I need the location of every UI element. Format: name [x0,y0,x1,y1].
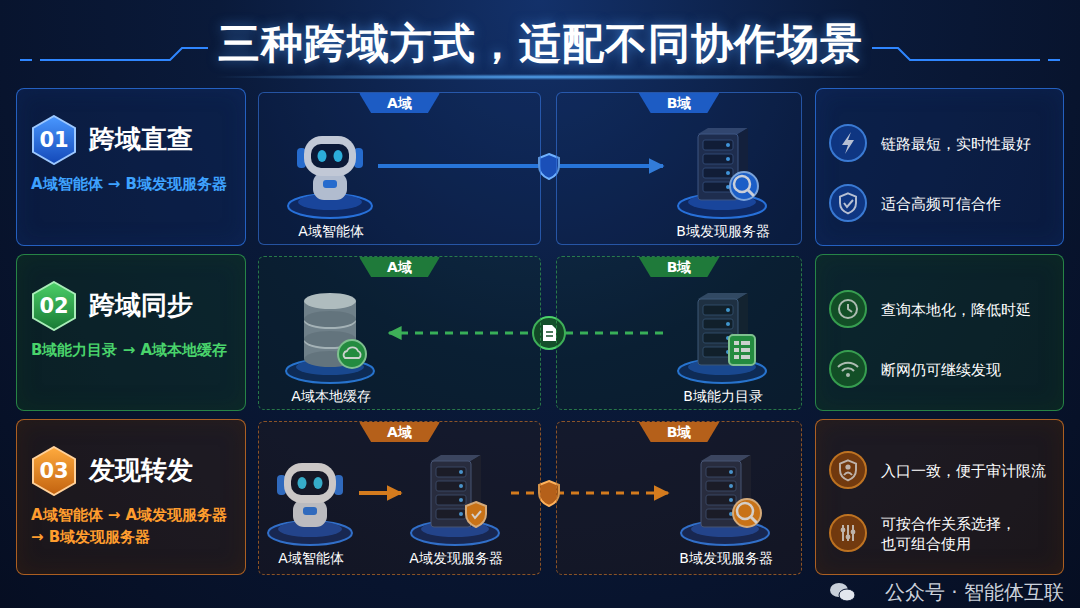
icon-node: B域发现服务器 [663,117,783,243]
card-subtitle: A域智能体 → B域发现服务器 [31,173,239,195]
title-decoration [872,48,1040,60]
benefit-node: 查询本地化，降低时延断网仍可继续发现 [815,254,1064,411]
domain-tab: B域 [639,422,720,442]
benefit-text: 入口一致，便于审计限流 [881,461,1057,481]
callout-number: 03 [31,446,77,496]
row2-art [543,325,556,341]
icon-label: A域智能体 [263,548,359,568]
benefit-node: 链路最短，实时性最好适合高频可信合作 [815,88,1064,246]
icon-node: B域发现服务器 [668,448,784,570]
domain-tab: A域 [359,422,440,442]
panel-node: B域 B域发现服务器 [556,92,802,245]
icon-label: A域智能体 [284,221,378,241]
card-subtitle: A域智能体 → A域发现服务器 → B域发现服务器 [31,504,239,548]
benefit-text: 查询本地化，降低时延 [881,300,1057,320]
icon-label: B域发现服务器 [668,548,784,568]
panel-node: A域 A域智能体 A域发现服务器 [258,421,541,575]
benefit-text: 适合高频可信合作 [881,194,1057,214]
title-decoration [20,59,32,61]
panel-node: A域 A域本地缓存 [258,256,541,410]
icon-label: B域能力目录 [663,386,783,406]
icon-node: A域发现服务器 [401,445,511,570]
card-node: 跨域直查 A域智能体 → B域发现服务器 01 [16,88,246,246]
diagram-title: 三种跨域方式，适配不同协作场景 [0,16,1080,72]
domain-tab: A域 [359,93,440,113]
card-node: 跨域同步 B域能力目录 → A域本地缓存 02 [16,254,246,411]
benefit-text: 链路最短，实时性最好 [881,134,1057,154]
callout-number: 02 [31,281,77,331]
icon-label: A域发现服务器 [401,548,511,568]
watermark: 公众号 · 智能体互联 [885,580,1064,604]
icon-label: B域发现服务器 [663,221,783,241]
benefit-text: 断网仍可继续发现 [881,360,1057,380]
title-decoration [40,48,208,60]
card-title: 发现转发 [89,454,239,486]
panel-node: A域 A域智能体 [258,92,541,245]
panel-node: B域 B域发现服务器 [556,421,802,575]
benefit-text: 可按合作关系选择， 也可组合使用 [881,514,1021,554]
title-decoration [210,74,870,80]
callout-number: 01 [31,115,77,165]
badge-node: 03 [31,446,77,496]
card-node: 发现转发 A域智能体 → A域发现服务器 → B域发现服务器 03 [16,419,246,575]
badge-node: 02 [31,281,77,331]
card-subtitle: B域能力目录 → A域本地缓存 [31,339,239,361]
card-title: 跨域同步 [89,289,239,321]
domain-tab: A域 [359,257,440,277]
domain-tab: B域 [639,93,720,113]
icon-node: B域能力目录 [663,279,783,408]
icon-node: A域智能体 [263,448,359,570]
icon-node: A域本地缓存 [273,284,389,408]
domain-tab: B域 [639,257,720,277]
row2-art [546,335,553,337]
watermark-icon [830,583,855,601]
badge-node: 01 [31,115,77,165]
title-decoration [1048,59,1060,61]
row2-art [546,331,553,333]
panel-node: B域 B域能力目录 [556,256,802,410]
icon-node: A域智能体 [284,121,378,243]
icon-label: A域本地缓存 [273,386,389,406]
card-title: 跨域直查 [89,123,239,155]
watermark-icon [839,589,855,601]
benefit-node: 入口一致，便于审计限流可按合作关系选择， 也可组合使用 [815,419,1064,575]
